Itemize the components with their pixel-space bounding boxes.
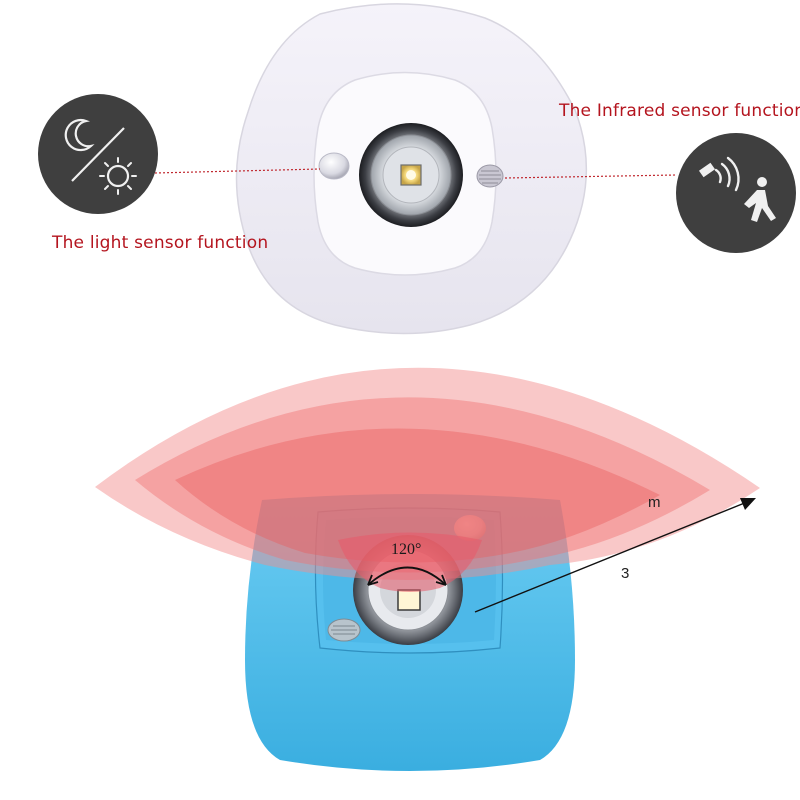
infrared-sensor-leader: [504, 174, 677, 179]
light-sensor-grille: [327, 618, 361, 642]
led-lens: [359, 123, 463, 227]
moon-sun-icon: [38, 94, 158, 214]
detection-angle-label: 120°: [391, 541, 422, 558]
detection-range-number: 3: [621, 565, 630, 582]
detection-zone: [95, 367, 760, 592]
infrared-sensor-label: The Infrared sensor function: [559, 101, 800, 121]
light-sensor-window: [318, 152, 350, 180]
light-sensor-leader: [154, 168, 321, 174]
light-sensor-label: The light sensor function: [52, 233, 269, 253]
detection-range-unit: m: [648, 494, 661, 511]
motion-person-icon: [676, 133, 796, 253]
pir-sensor: [476, 164, 504, 188]
angle-arc: [367, 566, 447, 586]
pir-dome: [454, 515, 486, 541]
range-arrow: [474, 498, 756, 613]
white-device: [154, 3, 677, 335]
